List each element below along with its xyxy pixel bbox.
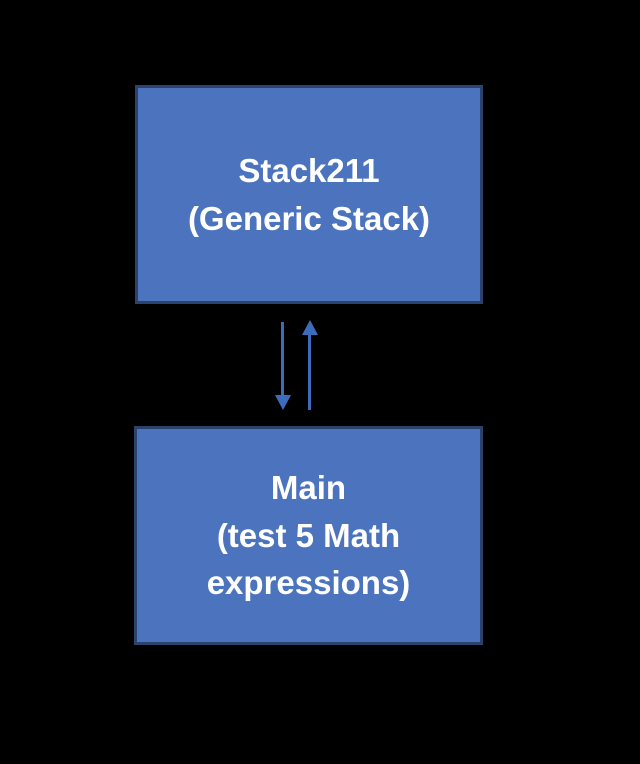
node-stack211-label-line2: (Generic Stack): [187, 199, 431, 237]
connector-down-line: [281, 322, 284, 396]
node-main-label-line3: expressions): [206, 564, 411, 602]
node-main-label-line2: (test 5 Math: [216, 516, 401, 554]
arrow-up-icon: [302, 320, 318, 335]
node-main-label-line1: Main: [270, 468, 347, 506]
node-stack211: Stack211 (Generic Stack): [135, 85, 483, 304]
node-main: Main (test 5 Math expressions): [134, 426, 483, 645]
connector-up-line: [308, 334, 311, 410]
arrow-down-icon: [275, 395, 291, 410]
node-stack211-label-line1: Stack211: [238, 151, 380, 189]
